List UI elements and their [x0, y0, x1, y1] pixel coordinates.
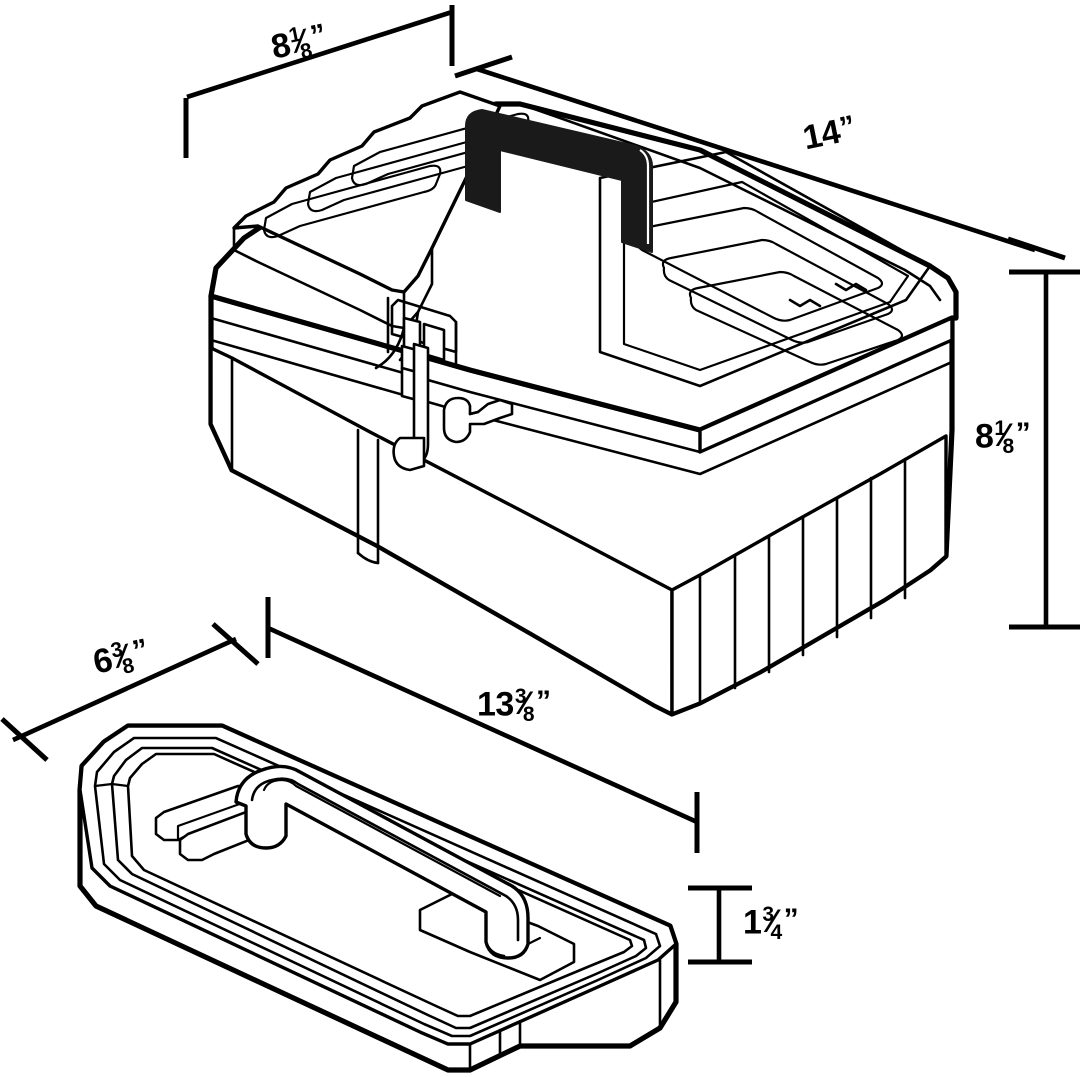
dimension-line-toolbox-height — [1009, 269, 1080, 630]
dimension-label-toolbox-height: 81⁄8” — [975, 417, 1031, 459]
dimension-line-tray-width — [265, 597, 700, 853]
dimension-line-tray-depth — [0, 622, 260, 762]
carry-handle — [465, 109, 653, 253]
tray-insert-graphic — [77, 723, 679, 1073]
dimension-line-toolbox-depth — [183, 5, 455, 158]
toolbox-graphic — [208, 90, 959, 717]
dimension-line-tray-height — [688, 885, 752, 965]
dimension-label-tray-width: 133⁄8” — [477, 685, 551, 727]
toolbox-latch — [386, 296, 514, 472]
dimension-line-toolbox-width — [454, 54, 1066, 261]
dimension-label-tray-height: 13⁄4” — [743, 903, 799, 945]
tray-handle — [234, 764, 576, 982]
